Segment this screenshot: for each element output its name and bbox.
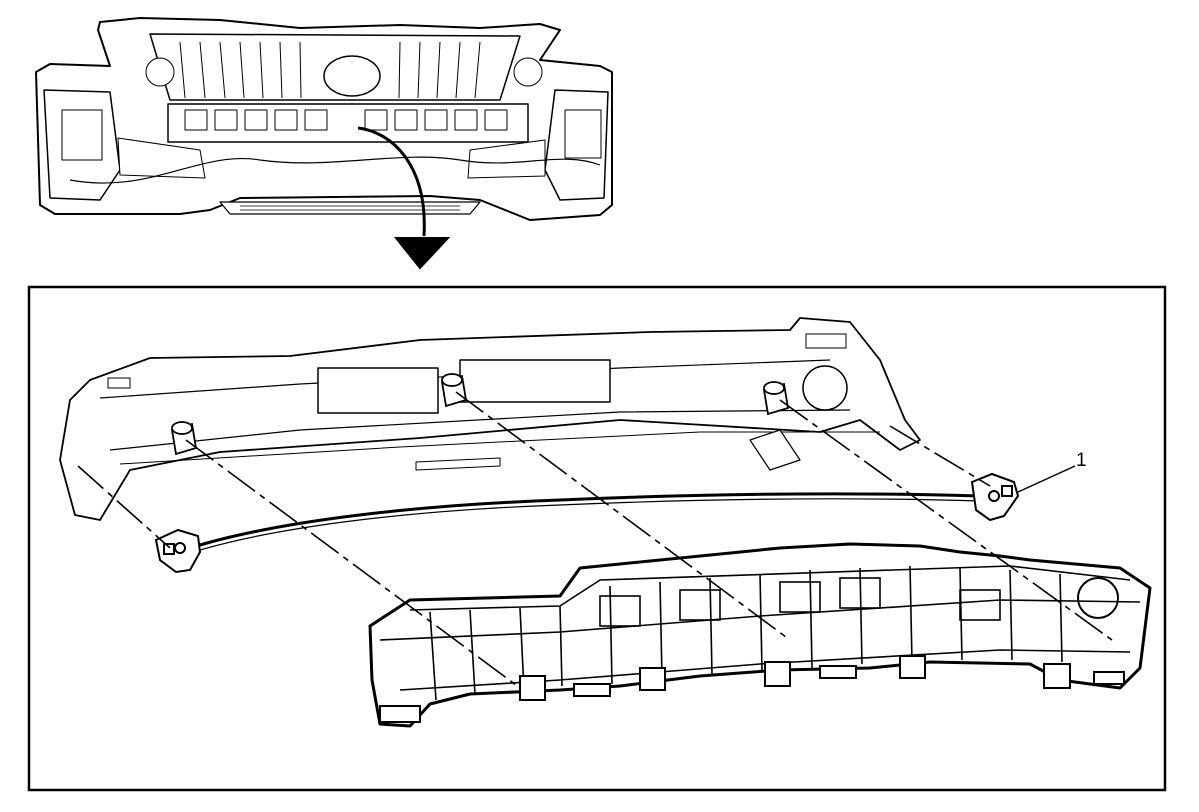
callout-1: 1 [1017, 450, 1087, 493]
callout-leader-line [1017, 465, 1076, 493]
impact-bar [59, 317, 921, 521]
alignment-lines [77, 391, 1113, 689]
detail-frame [27, 285, 1167, 792]
energy-absorber [368, 542, 1152, 728]
sensor-pins [170, 373, 790, 456]
bumper-fascia-overview [35, 17, 613, 221]
callout-1-label: 1 [1076, 450, 1087, 471]
sensor-connector-right [970, 472, 1020, 522]
wiring-harness [189, 492, 981, 554]
detail-view-arrow [357, 126, 451, 270]
sensor-connector-left [154, 528, 202, 574]
energy-absorber-ribs [379, 565, 1141, 723]
